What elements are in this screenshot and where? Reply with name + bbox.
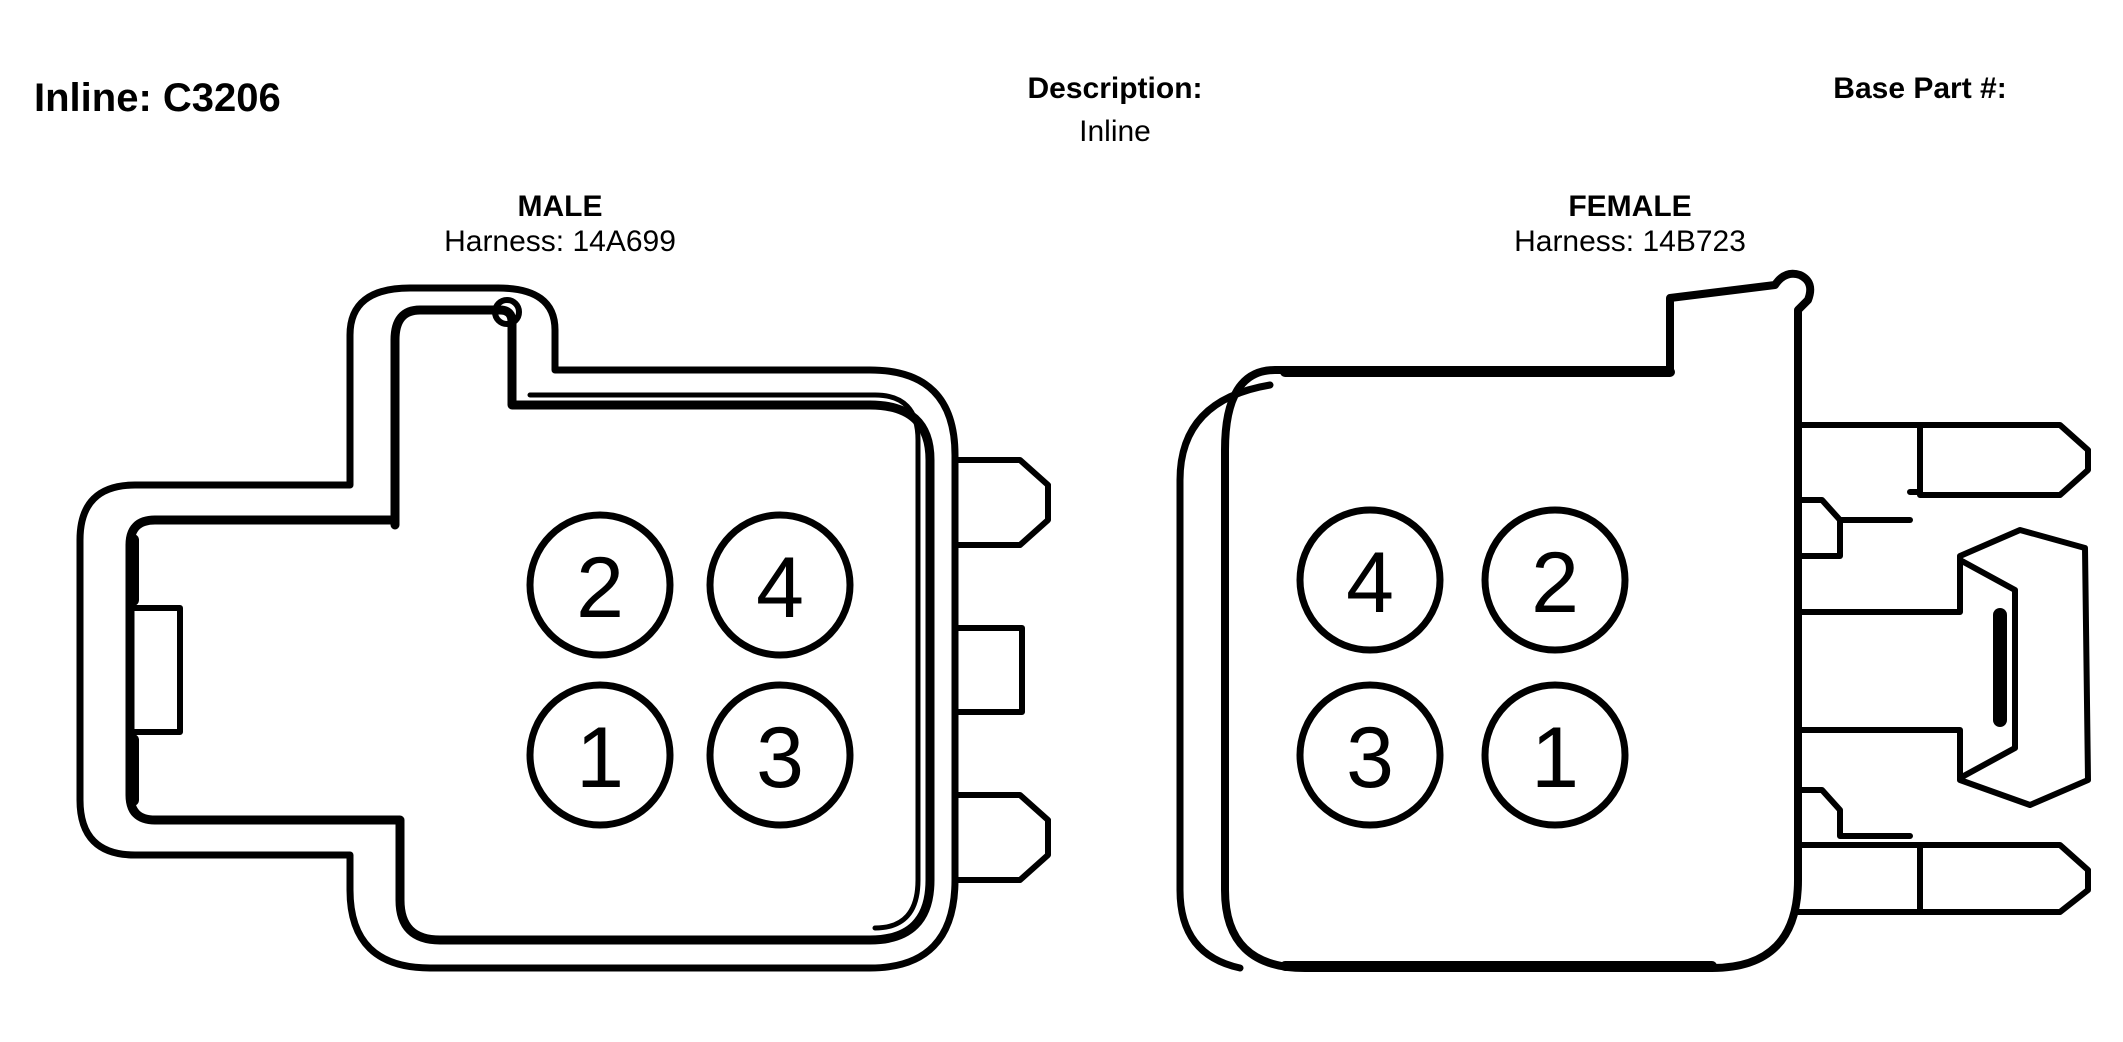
male-connector-housing	[76, 284, 1051, 972]
female-pin-circle-3	[1296, 681, 1444, 829]
male-pin-circle-2	[526, 511, 674, 659]
male-pin-number: 2	[576, 540, 624, 636]
connector-title: Inline: C3206	[34, 76, 281, 120]
female-pin-circle-4	[1296, 506, 1444, 654]
base-part-label: Base Part #:	[1833, 72, 2007, 105]
male-harness-label: Harness: 14A699	[444, 225, 676, 258]
female-harness-label: Harness: 14B723	[1514, 225, 1746, 258]
female-pin-number: 3	[1346, 710, 1394, 806]
male-connector-label: MALE Harness: 14A699	[444, 190, 676, 258]
male-pin-number: 4	[756, 540, 804, 636]
male-pin-circle-3	[706, 681, 854, 829]
male-gender-label: MALE	[517, 190, 603, 223]
male-pin-circle-1	[526, 681, 674, 829]
male-pin-number: 3	[756, 710, 804, 806]
female-connector-label: FEMALE Harness: 14B723	[1514, 190, 1746, 258]
female-gender-label: FEMALE	[1568, 190, 1692, 223]
male-pin-circle-4	[706, 511, 854, 659]
description-label: Description:	[1027, 72, 1203, 105]
male-pin-number: 1	[576, 710, 624, 806]
female-connector-housing	[1176, 269, 2091, 972]
female-pin-number: 4	[1346, 535, 1394, 631]
female-pin-number: 2	[1531, 535, 1579, 631]
female-pin-number: 1	[1531, 710, 1579, 806]
base-part-block: Base Part #:	[1833, 72, 2006, 105]
female-pin-circle-1	[1481, 681, 1629, 829]
description-value: Inline	[1079, 115, 1151, 148]
description-block: Description: Inline	[1027, 72, 1202, 148]
female-pin-circle-2	[1481, 506, 1629, 654]
